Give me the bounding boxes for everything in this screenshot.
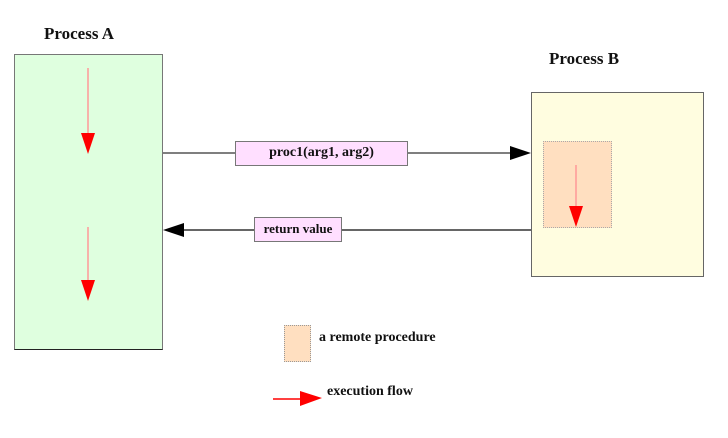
execution-flow-arrow-icon	[81, 227, 95, 301]
return-message-label: return value	[254, 217, 342, 242]
execution-flow-arrow-icon	[569, 165, 583, 227]
legend-remote-procedure-swatch	[284, 325, 311, 362]
call-arrowhead-icon	[510, 146, 531, 160]
legend-execution-flow-label: execution flow	[327, 384, 413, 399]
return-arrowhead-icon	[163, 223, 184, 237]
process-b-box	[531, 92, 704, 277]
legend-remote-procedure-label: a remote procedure	[319, 330, 436, 345]
process-a-title: Process A	[44, 24, 115, 43]
process-b-title: Process B	[549, 49, 620, 68]
execution-flow-arrow-icon	[81, 68, 95, 154]
call-message-label: proc1(arg1, arg2)	[235, 141, 408, 166]
legend-execution-flow-arrow-icon	[273, 391, 322, 406]
